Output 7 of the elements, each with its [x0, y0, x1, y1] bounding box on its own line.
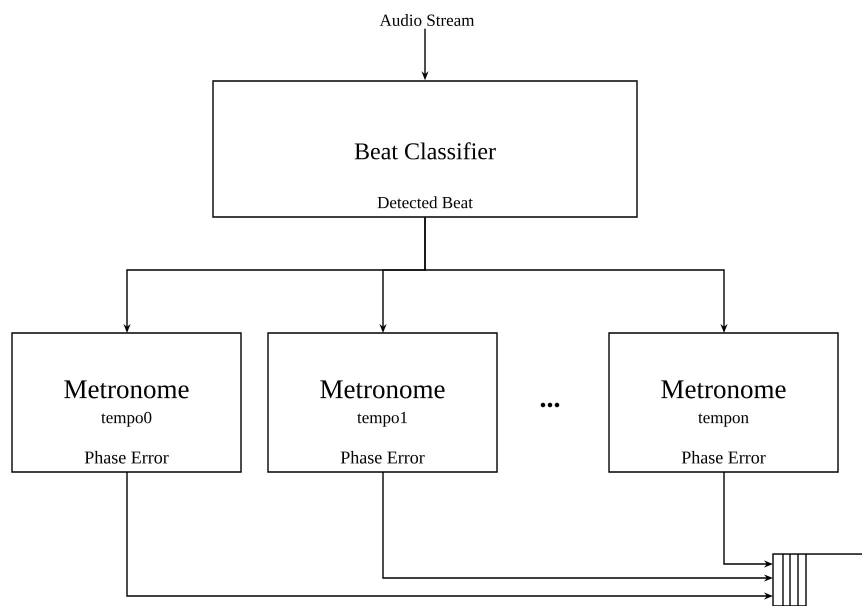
process-box: Metronome tempo0 Phase Error	[11, 332, 242, 473]
queue-drawing	[772, 553, 807, 606]
process-box: Metronome tempon Phase Error	[608, 332, 839, 473]
input-label: Audio Stream	[380, 14, 474, 26]
ellipsis: ...	[540, 402, 560, 408]
process-box: Beat Classifier Detected Beat	[212, 80, 638, 218]
process-box: Metronome tempo1 Phase Error	[267, 332, 498, 473]
